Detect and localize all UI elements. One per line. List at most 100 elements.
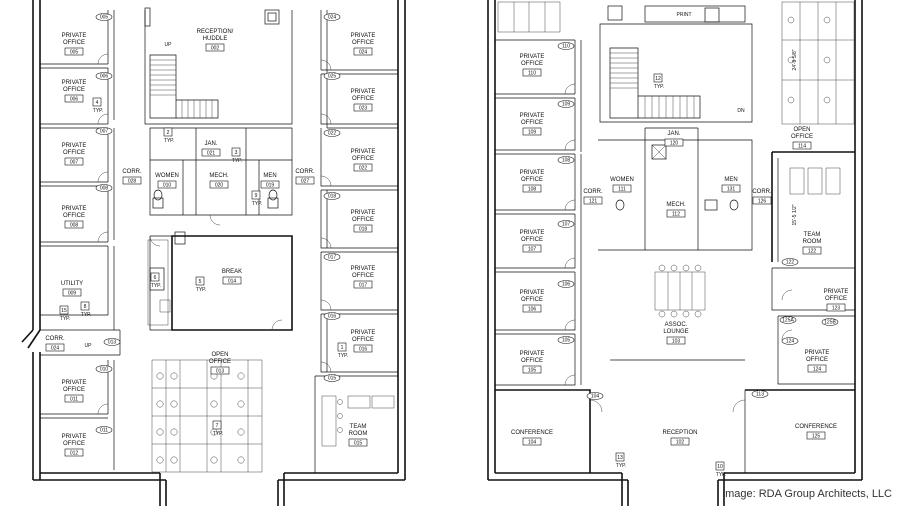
keynote-number: 9 [255,193,258,199]
typ-note: TYP. [196,287,206,293]
room-number: 106 [528,306,537,312]
typ-note: TYP. [93,108,103,114]
door-tag: 010 [95,365,113,373]
room-name: OFFICE [521,120,543,126]
room-number: 104 [528,439,537,445]
door-tag: 109 [557,100,575,108]
room-name: UTILITY [61,281,83,287]
room-name: CORR. [122,169,142,175]
room-112: MECH. 112 [666,202,686,217]
door-tag-outline [323,253,341,261]
room-name: OFFICE [63,87,85,93]
room-name: PRIVATE [351,149,376,155]
door-tag-outline [323,129,341,137]
door-tag: 122 [781,258,799,266]
room-name: OFFICE [63,441,85,447]
left-floor-plan [21,0,406,506]
door-tag-outline [781,337,799,345]
room-name: CORR. [45,336,65,342]
door-tag-outline [557,336,575,344]
door-tag: 007 [95,127,113,135]
room-name: MECH. [666,202,686,208]
keynote-box [653,73,663,83]
stair-up-note: UP [165,42,173,48]
door-number: 124 [786,339,795,345]
room-name: OPEN [211,352,228,358]
typ-note: TYP. [716,472,726,478]
open-office-workstations [151,359,263,473]
keynote-box [337,342,347,352]
room-name: OFFICE [806,357,828,363]
room-name: ASSOC. [665,322,688,328]
room-number: 131 [727,186,736,192]
door-tag: 008 [95,184,113,192]
door-tag: 105 [557,336,575,344]
door-number: 108 [562,158,571,164]
door-tag-outline [557,42,575,50]
typ-note: TYP. [654,84,664,90]
room-number: 112 [672,211,680,217]
keynote-number: 15 [61,308,67,314]
room-number: 012 [70,450,79,456]
room-number-box [721,184,741,193]
room-name: PRIVATE [351,33,376,39]
door-tag: 125A [779,316,797,324]
room-name: OFFICE [209,359,231,365]
room-number: 102 [676,439,685,445]
door-number: 109 [562,102,571,108]
room-number: 124 [813,366,822,372]
keynote-number: 8 [84,304,87,310]
room-024l: CORR.024 [45,336,65,352]
room-number: 120 [670,140,679,146]
door-tag-outline [557,100,575,108]
door-tag-outline [95,13,113,21]
keynote-box [80,301,90,311]
door-tag-outline [751,390,769,398]
room-number-box [64,448,84,457]
door-tag: 025 [323,72,341,80]
typ-note: TYP. [81,312,91,318]
room-number-box [522,68,542,77]
dimension-note-1: 24'-9 5/8" [792,49,798,70]
room-number: 109 [528,129,537,135]
room-number: 002 [211,45,220,51]
room-120: JAN.120 [664,131,684,146]
room-name: TEAM [350,424,367,430]
door-number: 106 [562,282,571,288]
keynote-number: 6 [154,275,157,281]
room-number-box [353,47,373,56]
room-number-box [522,127,542,136]
room-number-box [522,304,542,313]
door-number: 122 [786,260,795,266]
door-tag-outline [781,258,799,266]
room-name: CORR. [295,169,315,175]
room-number: 108 [528,186,537,192]
room-name: PRIVATE [824,289,849,295]
door-number: 006 [100,74,109,80]
typ-note: TYP. [151,283,161,289]
room-name: OFFICE [63,387,85,393]
room-number: 020 [215,182,224,188]
door-tag-outline [323,192,341,200]
room-name: OFFICE [825,296,847,302]
room-name: MEN [724,177,737,183]
room-number-box [522,437,542,446]
